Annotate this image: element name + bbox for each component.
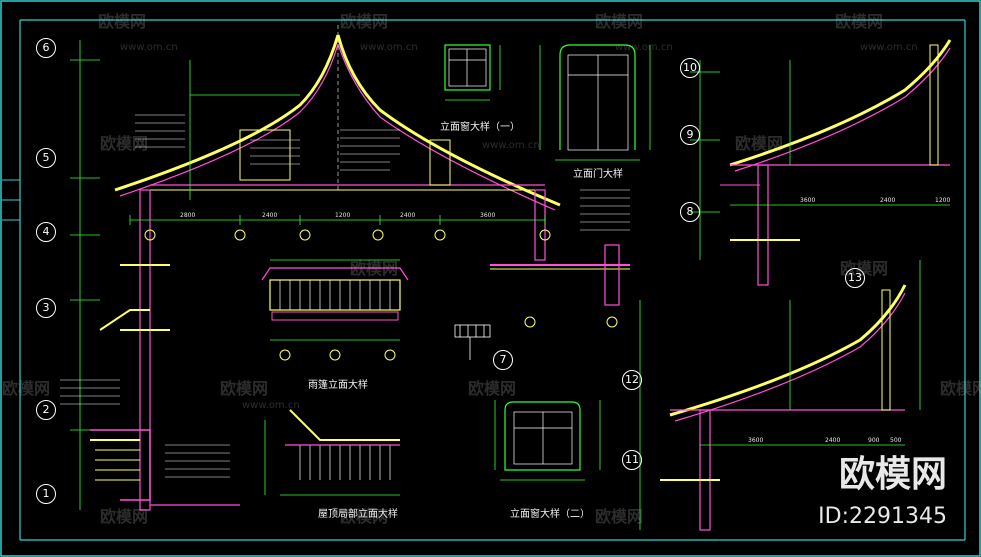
rain-shelter-detail: [261, 259, 409, 361]
watermark: 欧模网: [350, 259, 399, 278]
dim-3600-b: 3600: [800, 197, 815, 204]
watermark: 欧模网: [340, 12, 389, 31]
dim-2800-a: 2800: [180, 212, 195, 219]
roof-right-slope: [336, 34, 561, 207]
roof-partial-detail: [264, 409, 400, 496]
dim-3600-c: 3600: [748, 437, 763, 444]
main-roof-section: [114, 25, 561, 211]
axis-bubble-10: 10: [680, 58, 700, 78]
watermark: 欧模网: [220, 379, 269, 398]
axis-bubble-3: 3: [36, 298, 56, 318]
watermark: 欧模网: [100, 134, 149, 153]
axis-bubble-7: 7: [493, 350, 513, 370]
level-ticks-left: [70, 59, 100, 431]
watermark: 欧模网: [468, 379, 517, 398]
watermark-url: www.om.cn: [360, 42, 418, 53]
watermark: 欧模网: [840, 259, 889, 278]
axis-bubble-12: 12: [622, 370, 642, 390]
axis-bubble-8: 8: [680, 202, 700, 222]
caption-window-detail-2: 立面窗大样（二）: [510, 509, 590, 520]
dim-2400-c: 2400: [880, 197, 895, 204]
caption-roof-partial-detail: 屋顶局部立面大样: [318, 509, 398, 520]
caption-window-detail-1: 立面窗大样（一）: [440, 122, 520, 133]
dim-2400-a: 2400: [262, 212, 277, 219]
caption-door-detail: 立面门大样: [573, 169, 623, 180]
stair-detail: [454, 324, 491, 360]
dim-500: 500: [890, 437, 902, 444]
caption-rain-shelter-detail: 雨篷立面大样: [308, 380, 368, 391]
right-lower-roof-section: [639, 260, 921, 531]
window-detail-1: [444, 44, 501, 101]
right-upper-roof-section: [690, 39, 952, 286]
dim-2400-b: 2400: [400, 212, 415, 219]
axis-bubble-11: 11: [622, 450, 642, 470]
axis-bubble-6: 6: [36, 38, 56, 58]
watermark-url: www.om.cn: [242, 400, 300, 411]
watermark: 欧模网: [735, 134, 784, 153]
watermark-url: www.om.cn: [860, 42, 918, 53]
annotation-lines: [60, 114, 630, 478]
watermark: 欧模网: [340, 507, 389, 526]
dim-1200-b: 1200: [935, 197, 950, 204]
main-dim-lines: [129, 60, 546, 225]
dim-2400-d: 2400: [825, 437, 840, 444]
axis-bubble-4: 4: [36, 222, 56, 242]
watermark: 欧模网: [100, 507, 149, 526]
door-detail: [539, 44, 651, 161]
watermark: 欧模网: [2, 379, 51, 398]
watermark-url: www.om.cn: [120, 42, 178, 53]
brand-logo-text: 欧模网: [838, 454, 947, 495]
dim-1200-a: 1200: [335, 212, 350, 219]
watermark: 欧模网: [595, 507, 644, 526]
watermark: 欧模网: [940, 379, 981, 398]
watermark-url: www.om.cn: [482, 140, 540, 151]
window-detail-2: [494, 400, 601, 481]
column-markers: [144, 229, 618, 328]
dim-3600-a: 3600: [480, 212, 495, 219]
main-walls: [90, 189, 630, 511]
brand-id: ID:2291345: [818, 504, 947, 529]
axis-bubble-2: 2: [36, 400, 56, 420]
watermark: 欧模网: [98, 12, 147, 31]
axis-bubble-13: 13: [845, 268, 865, 288]
axis-bubble-1: 1: [36, 484, 56, 504]
dim-900: 900: [868, 437, 880, 444]
watermark-url: www.om.cn: [615, 42, 673, 53]
watermark: 欧模网: [835, 12, 884, 31]
axis-bubble-9: 9: [680, 125, 700, 145]
roof-left-slope: [114, 34, 340, 192]
axis-bubble-5: 5: [36, 148, 56, 168]
watermark: 欧模网: [595, 12, 644, 31]
